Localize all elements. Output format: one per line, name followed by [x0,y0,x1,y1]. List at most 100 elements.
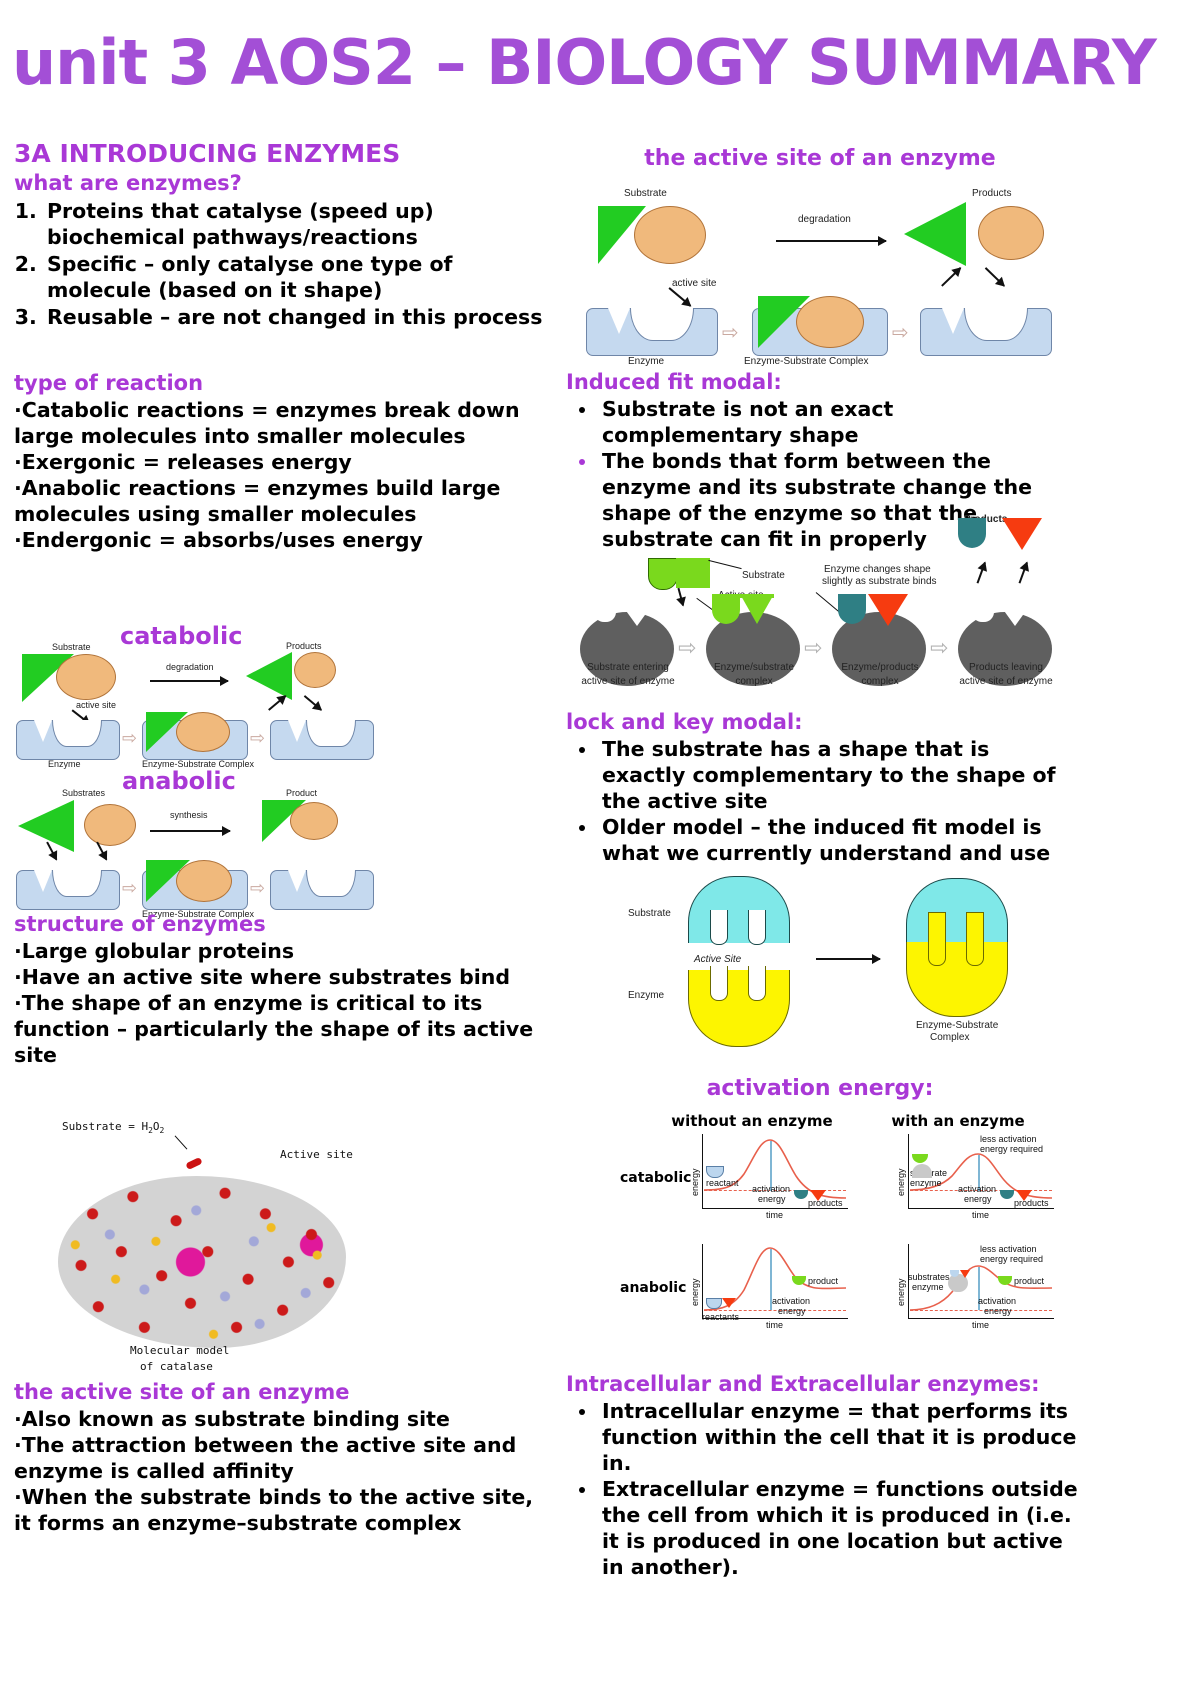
annotation-substrates: substrates [908,1272,950,1282]
reactant-icon [706,1166,724,1178]
label-complex: Enzyme-Substrate Complex [744,356,869,367]
label-complex-lk-l1: Enzyme-Substrate [916,1020,999,1031]
activation-vline [770,1141,772,1191]
enzyme-notch-u-6 [306,870,356,897]
reaction-point: ·Catabolic reactions = enzymes break dow… [14,398,520,449]
product-round-icon [1000,1190,1014,1199]
release-arrow-left-icon [976,562,986,584]
degradation-arrow-icon [776,237,887,245]
label-substrate: Substrate [52,642,91,652]
section-heading-3a: 3A INTRODUCING ENZYMES [14,139,401,168]
h2o2-molecule-icon [185,1156,203,1171]
annotation-enzyme: enzyme [912,1282,944,1292]
product-round-icon [794,1190,808,1199]
baseline-dash [910,1310,1052,1311]
substrate-icon [912,1154,928,1163]
label-complex-2: Enzyme-Substrate Complex [142,909,255,919]
substrate-tooth-gap-1 [710,910,728,945]
product-icon [792,1276,806,1285]
enzyme-notch-u-3 [306,720,356,747]
substrate-tooth-gap-2 [748,910,766,945]
heading-intra-extra: Intracellular and Extracellular enzymes: [566,1372,1040,1396]
split-arrow-right-icon [985,267,1005,287]
label-substrate-h2o2: Substrate = H2O2 [62,1120,165,1136]
y-axis [908,1134,910,1208]
list-item: Reusable – are not changed in this proce… [44,304,544,330]
annotation-product: product [1014,1276,1045,1286]
annotation-activation-l2: energy [778,1306,806,1316]
lock-key-arrow-icon [816,955,881,963]
annotation-less-l2: energy required [980,1254,1044,1264]
curve-svg [909,1153,1053,1199]
x-axis-label: time [766,1320,784,1330]
bound-oval-icon-2 [176,860,232,902]
reaction-point-text: Catabolic reactions = enzymes break down… [14,398,520,449]
label-products: Products [972,188,1012,199]
label-enzyme-substrate-complex: Enzyme-Substrate Complex [142,759,255,769]
col-label-without-enzyme: without an enzyme [671,1112,833,1130]
caption-4-l2: active site of enzyme [959,676,1053,687]
complex-tooth-1 [928,912,946,966]
annotation-activation-l1: activation [772,1296,811,1306]
substrate-pointer-icon [708,559,742,570]
bound-substrate-tri-icon [740,594,774,624]
enzyme-icon [912,1164,932,1178]
list-item: Extracellular enzyme = functions outside… [598,1476,1086,1580]
split-arrow-left-icon [941,267,961,287]
lock-and-key-list: The substrate has a shape that is exactl… [566,736,1076,866]
induced-fit-captions: Substrate entering active site of enzyme… [576,662,1056,698]
substrate-a-icon [950,1270,959,1277]
caption-2-l2: complex [735,676,773,687]
step-arrow-1-icon: ⇨ [678,636,697,661]
list-item: Proteins that catalyse (speed up) bioche… [44,198,544,250]
left-column: 3A INTRODUCING ENZYMES what are enzymes?… [14,139,544,553]
enzyme-cleft-1a [594,608,616,622]
baseline-dash [910,1190,1052,1191]
diagram-induced-fit: Substrate Active site Enzyme changes sha… [576,512,1052,692]
label-synthesis: synthesis [170,810,208,820]
enzyme-notch-u-4 [52,870,102,897]
activation-energy-charts: without an enzyme with an enzyme catabol… [620,1112,1080,1350]
catalase-caption-line2: of catalase [140,1360,213,1373]
enzyme-notch-v-3 [288,720,306,742]
label-degradation: degradation [166,662,214,672]
label-active-site: active site [672,278,717,289]
enzyme-cleft-gap-2 [748,966,766,1001]
diagram-active-site-right: Substrate degradation Products active si… [576,188,1066,367]
list-item: Older model – the induced fit model is w… [598,814,1076,866]
y-axis [702,1134,704,1208]
structure-point: ·Have an active site where substrates bi… [14,965,511,990]
products-triangle-icon [904,202,966,266]
diagram-anabolic: Substrates synthesis Product ⇨ Enzyme-Su… [14,786,374,919]
heading-active-site-left: the active site of an enzyme [14,1380,350,1404]
heading-active-site-right: the active site of an enzyme [644,146,996,171]
curve-svg [703,1139,847,1199]
product-tri-icon [810,1190,826,1201]
released-product-tri-icon [1002,518,1042,550]
annotation-less-l2: energy required [980,1144,1044,1154]
list-item: Intracellular enzyme = that performs its… [598,1398,1086,1476]
annotation-products: products [1014,1198,1049,1208]
reaction-point: ·Endergonic = absorbs/uses energy [14,528,423,553]
caption-3-l1: Enzyme/products [841,662,919,673]
annotation-activation-l1: activation [978,1296,1017,1306]
substrate-top-edge [676,558,710,560]
reaction-point-text: Endergonic = absorbs/uses energy [21,528,423,553]
enzyme-cleft-4b [1002,608,1028,626]
label-enzyme-changes-l1: Enzyme changes shape [824,564,931,575]
substrate-oval-icon [634,206,706,264]
substrates-oval-icon [84,804,136,846]
complex-tooth-2 [966,912,984,966]
substrate-lock-key-icon [688,876,790,943]
annotation-less-l1: less activation [980,1134,1037,1144]
active-site-pointer-icon [668,287,692,307]
bound-substrate-oval-icon [176,712,230,752]
structure-point: ·Large globular proteins [14,939,295,964]
active-site-point: ·The attraction between the active site … [14,1433,517,1484]
reaction-point-text: Exergonic = releases energy [21,450,352,475]
what-are-enzymes-list: Proteins that catalyse (speed up) bioche… [14,198,544,330]
x-axis [908,1318,1054,1320]
diagram-catabolic: Substrate degradation Products active si… [14,640,374,769]
complex-substrate-part-icon [906,878,1008,945]
annotation-activation-l1: activation [958,1184,997,1194]
